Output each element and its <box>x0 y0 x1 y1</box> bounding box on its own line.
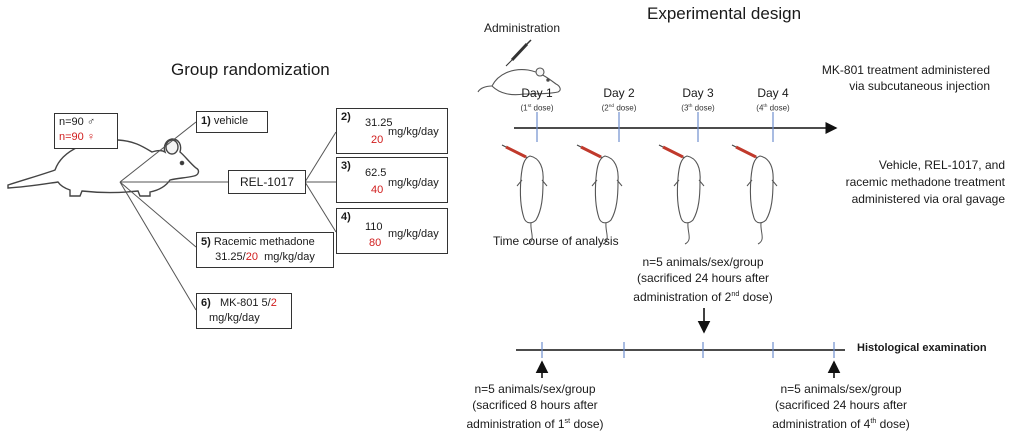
day4-sampling-note: n=5 animals/sex/group (sacrificed 24 hou… <box>746 381 936 432</box>
mk801-note-line-2: via subcutaneous injection <box>849 79 990 93</box>
group-6-mk801-box: 6) MK-801 5/2 mg/kg/day <box>196 293 292 329</box>
dose-ordinal-suffix: th <box>688 104 693 109</box>
oral-gavage-note: Vehicle, REL-1017, and racemic methadone… <box>800 157 1005 208</box>
group-6-number: 6) <box>201 297 211 309</box>
group-4-dose-female: 80 <box>369 237 382 249</box>
day-title: Day 2 <box>603 86 635 100</box>
day4-note-sup: th <box>870 416 877 425</box>
group-4-dose-male: 110 <box>365 221 383 233</box>
dose-number: (4th dose) <box>756 103 790 113</box>
dose-number: (1st dose) <box>520 103 554 113</box>
animal-count-box: n=90 ♂ n=90 ♀ <box>54 113 118 149</box>
day1-note-sup: st <box>564 416 571 425</box>
dose-ordinal: 3 <box>683 103 689 113</box>
day1-note-line-1: n=5 animals/sex/group <box>474 382 596 396</box>
group-6-unit: mg/kg/day <box>209 312 260 324</box>
dose-ordinal: 4 <box>758 103 764 113</box>
oral-note-line-1: Vehicle, REL-1017, and <box>878 158 1005 172</box>
administration-mouse-illustration <box>477 39 561 96</box>
group-4-box: 4) 110 80 mg/kg/day <box>336 208 448 254</box>
day4-note-line-3: administration of 4 <box>772 417 871 431</box>
oral-note-line-2: racemic methadone treatment <box>845 175 1005 189</box>
dose-ordinal-suffix: nd <box>608 104 615 109</box>
mk801-note: MK-801 treatment administered via subcut… <box>790 62 990 94</box>
rel-1017-label: REL-1017 <box>239 175 295 189</box>
histology-tick-marks <box>541 342 835 358</box>
dose-word: dose <box>769 103 788 113</box>
group-1-label: vehicle <box>213 115 249 127</box>
dose-ordinal-suffix: th <box>763 104 768 109</box>
group-5-dose-male: 31.25/ <box>215 251 246 263</box>
day-title: Day 4 <box>757 86 789 100</box>
day2-note-end: dose) <box>739 290 773 304</box>
day2-note-sup: nd <box>731 289 740 298</box>
group-6-dose-female: 2 <box>270 297 277 309</box>
day-label-3: Day 3 (3th dose) <box>668 86 728 114</box>
day4-note-line-2: (sacrificed 24 hours after <box>774 398 908 412</box>
gavage-mice-illustrations <box>501 144 778 245</box>
gavage-mouse-2 <box>576 144 623 245</box>
group-1-vehicle-box: 1) vehicle <box>196 111 268 133</box>
dose-ordinal-suffix: st <box>527 104 532 109</box>
day1-note-line-3: administration of 1 <box>466 417 565 431</box>
dose-ordinal: 1 <box>523 103 528 113</box>
day-label-2: Day 2 (2nd dose) <box>589 86 649 114</box>
group-3-dose-male: 62.5 <box>365 167 387 179</box>
day2-note-line-2: (sacrificed 24 hours after <box>636 271 770 285</box>
group-2-unit: mg/kg/day <box>388 126 439 138</box>
group-2-number: 2) <box>341 111 351 123</box>
group-5-racemic-methadone-box: 5) Racemic methadone 31.25/20 mg/kg/day <box>196 232 334 268</box>
dose-word: dose <box>616 103 634 113</box>
day4-note-end: dose) <box>876 417 910 431</box>
group-2-dose-male: 31.25 <box>365 117 393 129</box>
gavage-mouse-1 <box>501 144 548 245</box>
dose-word: dose <box>533 103 551 113</box>
group-2-box: 2) 31.25 20 mg/kg/day <box>336 108 448 154</box>
dose-word: dose <box>694 103 713 113</box>
experimental-design-title: Experimental design <box>647 4 802 23</box>
dose-ordinal: 2 <box>604 103 609 113</box>
day2-sampling-note: n=5 animals/sex/group (sacrificed 24 hou… <box>598 254 808 305</box>
group-6-label: MK-801 5/ <box>219 297 271 309</box>
group-3-unit: mg/kg/day <box>388 177 439 189</box>
day-title: Day 3 <box>682 86 714 100</box>
group-5-label: Racemic methadone <box>213 236 315 248</box>
dose-number: (2nd dose) <box>601 103 637 113</box>
group-connector-lines <box>119 121 337 311</box>
group-5-unit: mg/kg/day <box>264 251 315 263</box>
group-3-box: 3) 62.5 40 mg/kg/day <box>336 157 448 203</box>
mk801-note-line-1: MK-801 treatment administered <box>821 63 990 77</box>
group-3-number: 3) <box>341 160 351 172</box>
group-3-dose-female: 40 <box>371 184 384 196</box>
rel-1017-box: REL-1017 <box>228 170 306 194</box>
oral-note-line-3: administered via oral gavage <box>851 192 1005 206</box>
group-2-dose-female: 20 <box>371 134 384 146</box>
female-count: n=90 ♀ <box>59 131 96 143</box>
gavage-mouse-3 <box>658 144 705 245</box>
day1-note-end: dose) <box>570 417 604 431</box>
histological-examination-label: Histological examination <box>857 342 987 354</box>
group-4-number: 4) <box>341 211 351 223</box>
male-count: n=90 ♂ <box>59 116 96 128</box>
group-1-number: 1) <box>201 115 211 127</box>
dose-number: (3th dose) <box>681 103 715 113</box>
day-title: Day 1 <box>521 86 553 100</box>
gavage-mouse-4 <box>731 144 778 245</box>
day4-note-line-1: n=5 animals/sex/group <box>780 382 902 396</box>
day2-note-line-1: n=5 animals/sex/group <box>642 255 764 269</box>
day1-note-line-2: (sacrificed 8 hours after <box>472 398 598 412</box>
administration-label: Administration <box>484 21 561 35</box>
day1-sampling-note: n=5 animals/sex/group (sacrificed 8 hour… <box>445 381 625 432</box>
day-label-4: Day 4 (4th dose) <box>743 86 803 114</box>
time-course-label: Time course of analysis <box>493 234 619 248</box>
group-5-number: 5) <box>201 236 211 248</box>
day2-note-line-3: administration of 2 <box>633 290 732 304</box>
day-tick-marks <box>536 112 774 142</box>
day-label-1: Day 1 (1st dose) <box>507 86 567 114</box>
group-randomization-title: Group randomization <box>171 60 330 79</box>
group-5-dose-female: 20 <box>245 251 258 263</box>
group-4-unit: mg/kg/day <box>388 228 439 240</box>
